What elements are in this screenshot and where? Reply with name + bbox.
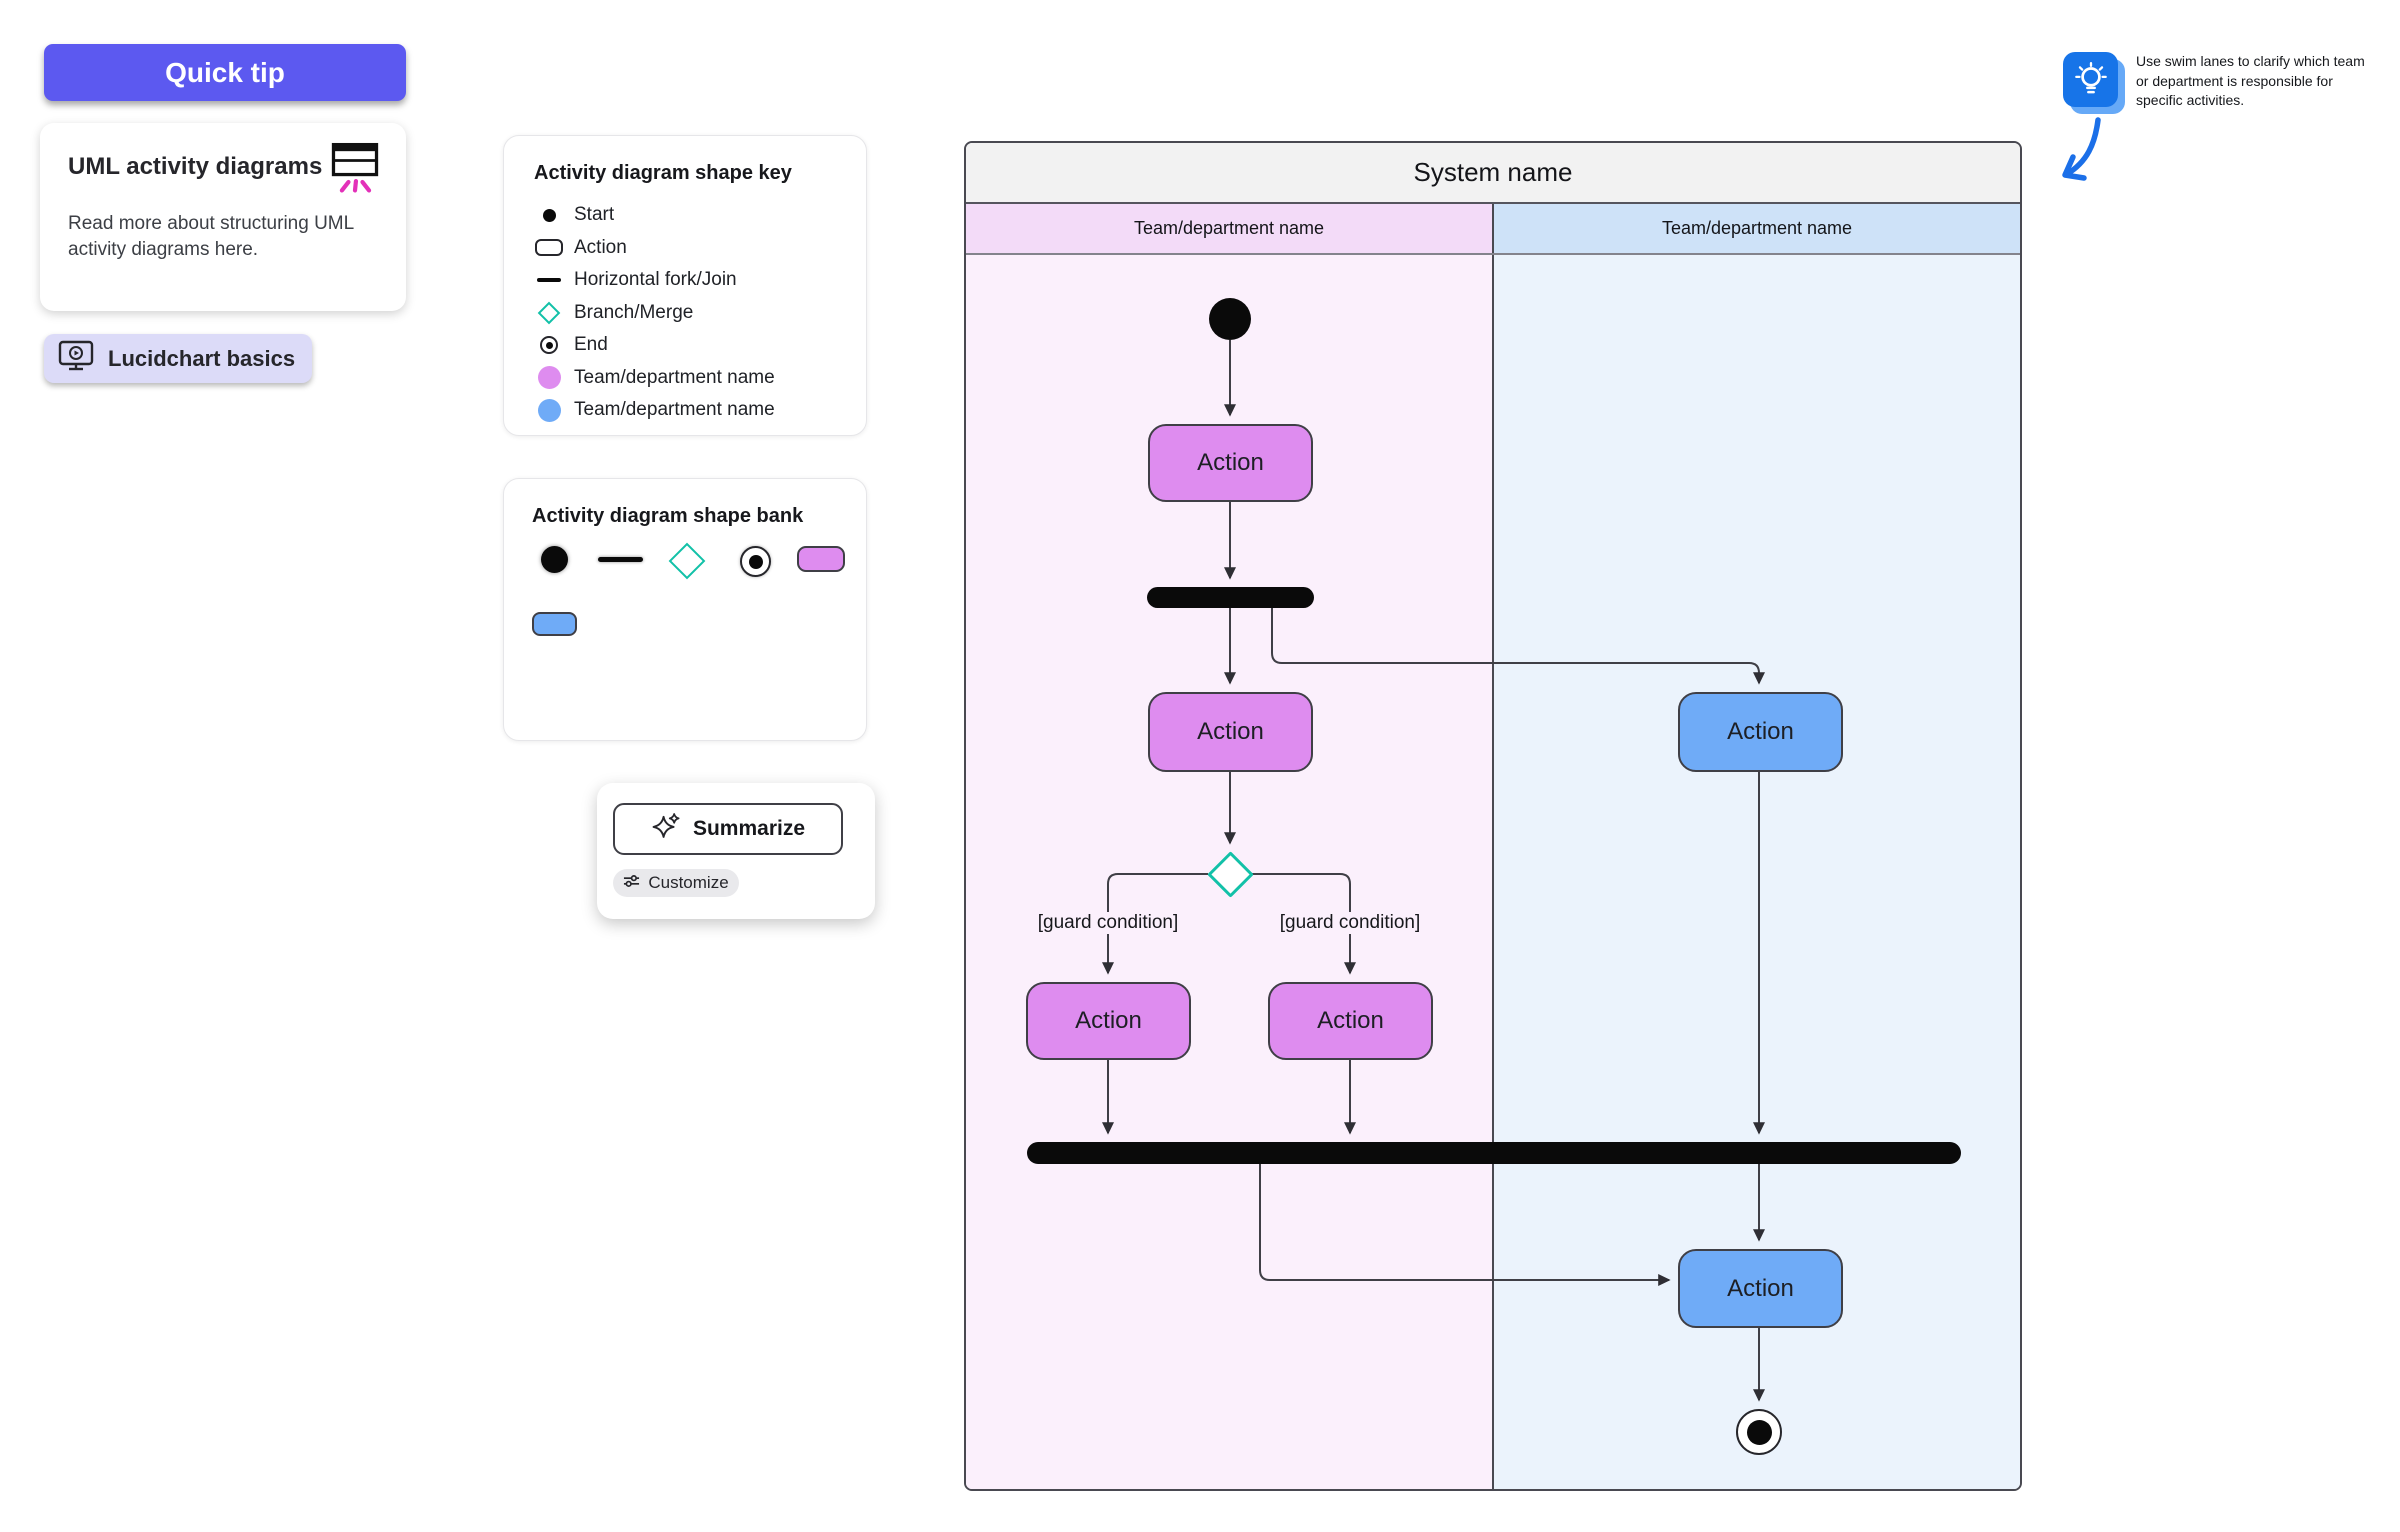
- video-tutorial-icon: [58, 340, 94, 378]
- start-node[interactable]: [1209, 298, 1251, 340]
- uml-info-card: UML activity diagrams Read more about st…: [40, 123, 406, 311]
- quick-tip-button[interactable]: Quick tip: [44, 44, 406, 101]
- legend-item-label: Team/department name: [574, 366, 775, 388]
- card-title: UML activity diagrams: [68, 153, 323, 180]
- legend-item-label: Horizontal fork/Join: [574, 269, 737, 291]
- legend-item-label: Branch/Merge: [574, 301, 694, 323]
- customize-button[interactable]: Customize: [613, 869, 739, 897]
- legend-item: Branch/Merge: [534, 297, 866, 330]
- lucidchart-basics-button[interactable]: Lucidchart basics: [44, 334, 312, 383]
- legend-item-label: Team/department name: [574, 399, 775, 421]
- lane-header-left[interactable]: Team/department name: [966, 204, 1494, 253]
- action-node-blue[interactable]: Action: [1678, 1249, 1843, 1328]
- activity-diagram: System name Team/department name Team/de…: [964, 141, 2022, 1491]
- action-node[interactable]: Action: [1026, 982, 1191, 1060]
- legend-item: Team/department name: [534, 394, 866, 427]
- bank-shape-action-purple[interactable]: [797, 546, 845, 572]
- team-blue-icon: [534, 398, 564, 422]
- fork-bar[interactable]: [1147, 587, 1314, 608]
- legend-item: End: [534, 329, 866, 362]
- callout-text: Use swim lanes to clarify which team or …: [2136, 53, 2365, 108]
- bank-shape-branch-merge[interactable]: [668, 542, 706, 580]
- table-spark-icon: [326, 141, 384, 200]
- fork-join-icon: [534, 278, 564, 283]
- bank-shape-end[interactable]: [740, 546, 771, 577]
- action-node[interactable]: Action: [1148, 692, 1313, 772]
- guard-condition-label[interactable]: [guard condition]: [1033, 912, 1183, 934]
- legend-item-label: Start: [574, 204, 615, 226]
- legend-item-label: End: [574, 334, 608, 356]
- lane-bodies: [966, 255, 2020, 1489]
- lane-headers: Team/department name Team/department nam…: [966, 204, 2020, 255]
- basics-label: Lucidchart basics: [108, 345, 296, 371]
- shape-bank-panel: Activity diagram shape bank: [503, 478, 867, 741]
- curved-arrow-icon: [2040, 112, 2120, 202]
- branch-merge-icon: [534, 301, 564, 325]
- legend-item: Action: [534, 232, 866, 265]
- team-purple-icon: [534, 366, 564, 390]
- action-shape-icon: [534, 239, 564, 257]
- shape-key-title: Activity diagram shape key: [534, 162, 792, 184]
- action-node[interactable]: Action: [1268, 982, 1433, 1060]
- lightbulb-icon: [2063, 52, 2118, 107]
- shape-key-panel: Activity diagram shape key Start Action …: [503, 135, 867, 436]
- join-bar[interactable]: [1027, 1142, 1961, 1164]
- sliders-icon: [623, 873, 640, 893]
- lane-header-right[interactable]: Team/department name: [1494, 204, 2020, 253]
- legend-item: Horizontal fork/Join: [534, 264, 866, 297]
- customize-label: Customize: [648, 873, 729, 892]
- sparkles-icon: [651, 812, 680, 846]
- action-node-blue[interactable]: Action: [1678, 692, 1843, 772]
- end-node[interactable]: [1736, 1409, 1782, 1455]
- bank-shape-action-blue[interactable]: [532, 612, 577, 636]
- legend-item-label: Action: [574, 236, 627, 258]
- end-node-icon: [534, 336, 564, 355]
- system-name-header[interactable]: System name: [966, 143, 2020, 204]
- card-body: Read more about structuring UML activity…: [68, 213, 354, 260]
- summarize-label: Summarize: [692, 817, 806, 840]
- summarize-button[interactable]: Summarize: [613, 803, 843, 855]
- shape-key-list: Start Action Horizontal fork/Join Branch…: [534, 199, 866, 427]
- shape-bank-title: Activity diagram shape bank: [532, 505, 804, 527]
- start-dot-icon: [534, 208, 564, 222]
- legend-item: Start: [534, 199, 866, 232]
- legend-item: Team/department name: [534, 362, 866, 395]
- ai-menu: Summarize Customize: [597, 783, 875, 919]
- bank-shape-fork-join[interactable]: [598, 557, 643, 562]
- guard-condition-label[interactable]: [guard condition]: [1275, 912, 1425, 934]
- bank-shape-start[interactable]: [541, 546, 568, 573]
- action-node[interactable]: Action: [1148, 424, 1313, 502]
